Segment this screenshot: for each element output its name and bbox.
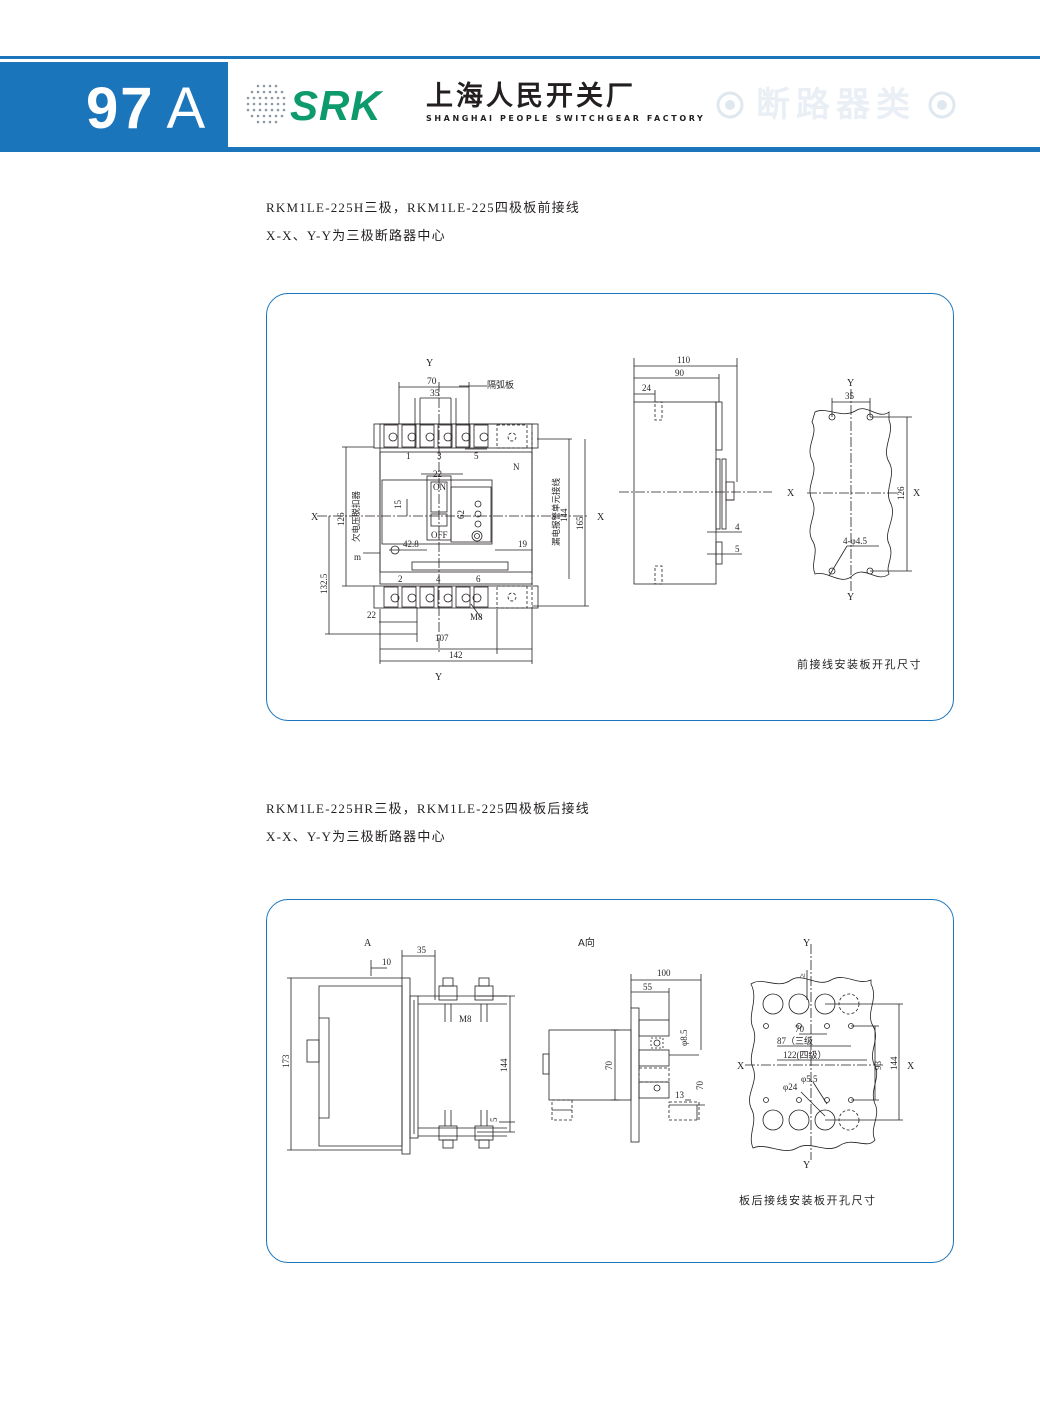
rc-axis-x-left: X [737,1061,745,1072]
top-terminals [383,424,489,448]
av-dim-70-left: 70 [604,1061,614,1071]
page-number-suffix: A [166,76,206,141]
cut-axis-x-left: X [787,488,795,499]
section1-mounting-label: 前接线安装板开孔尺寸 [797,658,922,671]
fv-undervoltage: 欠电压脱扣器 [351,490,362,542]
sv-dim-24: 24 [642,383,652,393]
rsv-dim-5: 5 [489,1117,499,1122]
header-white-area [228,62,1040,147]
rc-dim-93: 93 [873,1061,883,1071]
rc-axis-x-right: X [907,1061,915,1072]
category-label: 断路器类 [756,85,916,125]
header-bottom-rule [228,147,1040,152]
fv-arc-plate: 隔弧板 [487,379,514,391]
sv-dim-110: 110 [677,355,691,365]
company-name-en: SHANGHAI PEOPLE SWITCHGEAR FACTORY [426,114,706,123]
fv-dim-15: 15 [393,500,403,510]
page-number-value: 97 [86,76,155,141]
rc-dim-87: 87（三级 [777,1035,813,1046]
target-circle-icon [716,91,744,119]
rsv-dim-173: 173 [281,1054,291,1068]
rc-dim-d5-5: φ5.5 [801,1074,818,1084]
fv-axis-y-top: Y [426,358,433,369]
rsv-view-a: A [364,938,372,949]
fv-m8: M8 [470,612,483,622]
sv-dim-4: 4 [735,522,740,532]
rsv-m8: M8 [459,1014,472,1024]
cut-dim-126: 126 [896,486,906,500]
av-dim-70-right: 70 [695,1081,705,1091]
company-name: 上海人民开关厂 [426,81,636,112]
fv-off-label: OFF [431,530,448,540]
fv-neutral: N [513,462,520,472]
cut-axis-y-bottom: Y [847,592,854,603]
rsv-dim-10: 10 [382,957,392,967]
fv-dim-126: 126 [336,512,346,526]
rc-dim-144: 144 [889,1056,899,1070]
header-top-rule [0,56,1040,59]
fv-terminal-6: 6 [476,574,481,584]
fv-dim-107: 107 [435,633,449,643]
fv-dim-142: 142 [449,650,463,660]
fv-terminal-2: 2 [398,574,403,584]
fv-dim-22-bottom: 22 [367,610,376,620]
fv-terminal-4: 4 [436,574,441,584]
rear-studs [418,977,507,1149]
dot-grid-icon [246,84,286,124]
fv-dim-42-8: 42.8 [403,539,419,549]
rc-dim-122: 122(四级） [783,1049,827,1060]
section1-caption-line2: X-X、Y-Y为三极断路器中心 [266,228,446,243]
fv-axis-x-left: X [311,512,319,523]
section1-drawing: Y Y X X 70 35 隔弧板 1 3 5 N 2 4 6 22 ON OF… [311,355,921,683]
cut-axis-x-right: X [913,488,921,499]
page-number: 97 A [86,70,205,140]
rc-axis-y-bottom: Y [803,1160,810,1171]
section2-mounting-label: 板后接线安装板开孔尺寸 [739,1194,877,1207]
rsv-dim-144: 144 [499,1058,509,1072]
section2-caption-line1: RKM1LE-225HR三极，RKM1LE-225四极板后接线 [266,801,590,816]
cut-hole-label: 4-φ4.5 [843,536,867,546]
fv-terminal-5: 5 [474,451,479,461]
section2-caption-line2: X-X、Y-Y为三极断路器中心 [266,829,446,844]
section2-drawing-panel: A 35 10 M8 173 144 5 A向 100 55 φ8.5 70 7… [266,899,954,1263]
fv-dim-19: 19 [518,539,528,549]
fv-leak-alarm: 漏电报警单元接线 [551,477,562,546]
bottom-terminals [383,586,489,608]
cut-dim-35: 35 [845,391,855,401]
av-title: A向 [578,936,595,949]
section2-drawing: A 35 10 M8 173 144 5 A向 100 55 φ8.5 70 7… [281,936,915,1171]
sv-dim-90: 90 [675,368,685,378]
av-dim-55: 55 [643,982,653,992]
rsv-dim-35: 35 [417,945,427,955]
fv-m-label: m [354,552,361,562]
fv-dim-132-5: 132.5 [319,573,329,594]
section1-drawing-panel: Y Y X X 70 35 隔弧板 1 3 5 N 2 4 6 22 ON OF… [266,293,954,721]
cut-axis-y-top: Y [847,378,854,389]
target-circle-icon [928,91,956,119]
fv-terminal-3: 3 [437,451,442,461]
rc-dim-d24: φ24 [783,1082,798,1092]
fv-axis-x-right: X [597,512,605,523]
section1-caption-line1: RKM1LE-225H三极，RKM1LE-225四极板前接线 [266,200,581,215]
av-dim-100: 100 [657,968,671,978]
av-dim-d8-5: φ8.5 [679,1029,689,1046]
fv-on-label: ON [433,482,446,492]
rc-dim-min: ≥ [797,973,807,978]
brand-logo: SRK [290,82,382,129]
category-title: 断路器类 [716,86,956,124]
fv-terminal-1: 1 [406,451,411,461]
fv-dim-62: 62 [456,510,466,519]
fv-dim-70: 70 [427,377,437,387]
fv-axis-y-bottom: Y [435,672,442,683]
fv-dim-144: 144 [559,508,569,522]
rc-axis-y-top: Y [803,938,810,949]
fv-dim-22-top: 22 [433,469,442,479]
rc-dim-70: 70 [795,1024,805,1034]
fv-dim-165: 165 [575,516,585,530]
av-dim-13: 13 [675,1090,685,1100]
sv-dim-5: 5 [735,544,740,554]
fv-dim-35: 35 [430,389,440,399]
